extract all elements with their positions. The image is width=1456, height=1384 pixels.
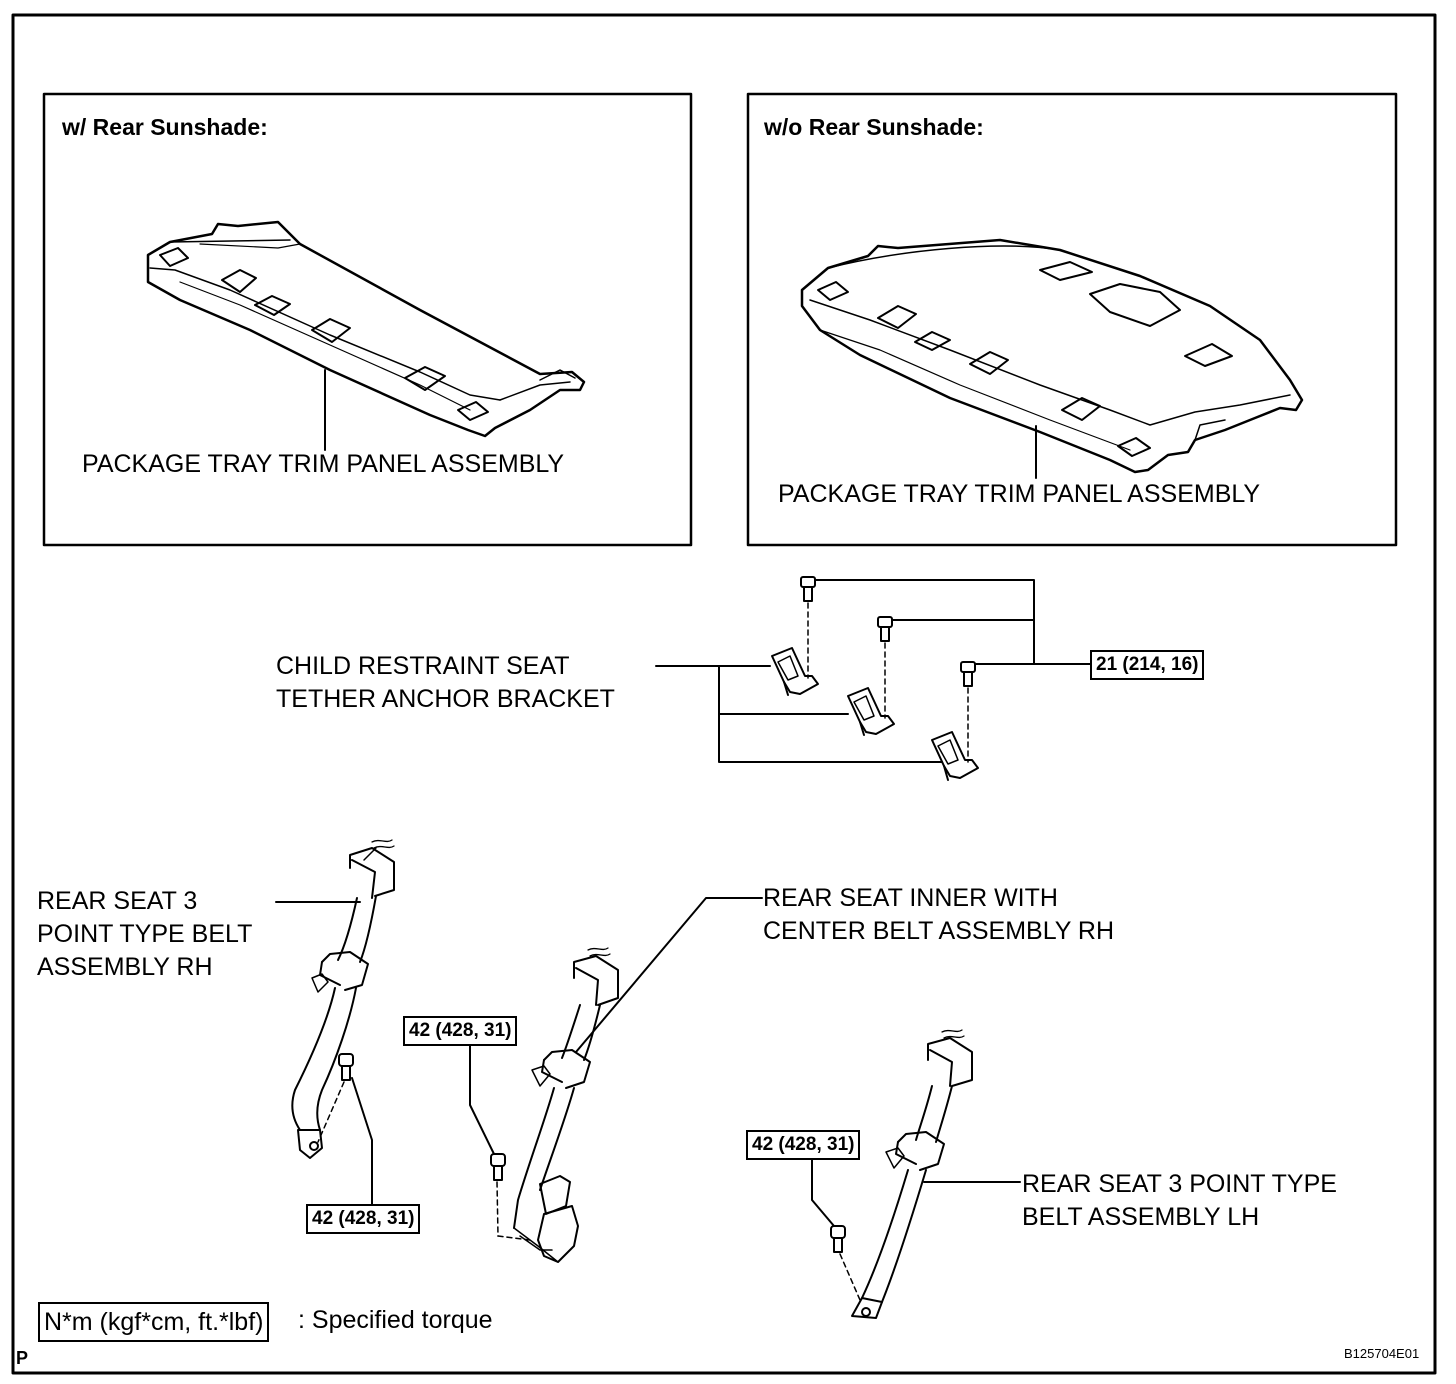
tether-torque-value: 21 (214, 16) [1090,650,1205,680]
package-tray-label-right: PACKAGE TRAY TRIM PANEL ASSEMBLY [778,480,1261,508]
belt-lh-label: REAR SEAT 3 POINT TYPE BELT ASSEMBLY LH [1022,1168,1337,1234]
package-tray-with-sunshade [146,220,586,438]
tether-bolt-1 [800,576,816,602]
legend-unit-box: N*m (kgf*cm, ft.*lbf) [38,1302,270,1342]
belt-lh-torque-leader [811,1157,835,1227]
belt-center [513,947,619,1263]
panel-heading-without-sunshade: w/o Rear Sunshade: [764,114,984,140]
tether-label-leaders [655,665,943,763]
belt-center-label-leader [575,897,763,1053]
legend-text: : Specified torque [298,1306,493,1334]
tether-bolt-3 [960,661,976,687]
tether-bracket-label: CHILD RESTRAINT SEAT TETHER ANCHOR BRACK… [276,650,615,716]
tether-torque-leaders [815,579,1091,665]
package-tray-label-left: PACKAGE TRAY TRIM PANEL ASSEMBLY [82,450,565,478]
belt-rh [291,839,395,1159]
belt-rh-label-line-1: REAR SEAT 3 [37,887,198,915]
belt-rh-torque-leader [351,1077,373,1207]
tether-bolt-2 [877,616,893,642]
belt-lh-bolt [830,1225,861,1301]
panel-with-sunshade-frame [42,92,693,547]
tether-bolt-guides [807,602,969,763]
belt-center-label: REAR SEAT INNER WITH CENTER BELT ASSEMBL… [763,882,1114,948]
panel-without-sunshade-frame [746,92,1398,547]
panel-heading-with-sunshade: w/ Rear Sunshade: [62,114,268,140]
belt-center-torque-leader [469,1043,495,1155]
belt-lh-label-line-1: REAR SEAT 3 POINT TYPE [1022,1170,1337,1198]
figure-code: B125704E01 [1344,1346,1420,1361]
belt-center-torque-value: 42 (428, 31) [403,1016,518,1046]
belt-lh-torque-value: 42 (428, 31) [746,1130,861,1160]
belt-rh-label: REAR SEAT 3 POINT TYPE BELT ASSEMBLY RH [37,885,252,984]
belt-center-label-line-2: CENTER BELT ASSEMBLY RH [763,917,1115,945]
tether-bracket-label-line-1: CHILD RESTRAINT SEAT [276,652,570,680]
belt-rh-torque-value: 42 (428, 31) [306,1204,421,1234]
tether-anchor-bracket-3 [931,731,979,781]
tether-bracket-label-line-2: TETHER ANCHOR BRACKET [276,685,615,713]
belt-center-bolt [490,1153,531,1241]
belt-rh-bolt [317,1053,354,1143]
package-tray-without-sunshade [800,238,1304,474]
belt-lh-label-line-2: BELT ASSEMBLY LH [1022,1203,1260,1231]
tether-anchor-bracket-1 [771,647,819,696]
belt-lh [851,1029,973,1319]
outer-frame [11,13,1437,1375]
tether-anchor-bracket-2 [847,687,895,736]
belt-center-label-line-1: REAR SEAT INNER WITH [763,884,1058,912]
corner-mark: P [16,1348,29,1368]
belt-rh-label-line-3: ASSEMBLY RH [37,953,213,981]
belt-rh-label-line-2: POINT TYPE BELT [37,920,253,948]
